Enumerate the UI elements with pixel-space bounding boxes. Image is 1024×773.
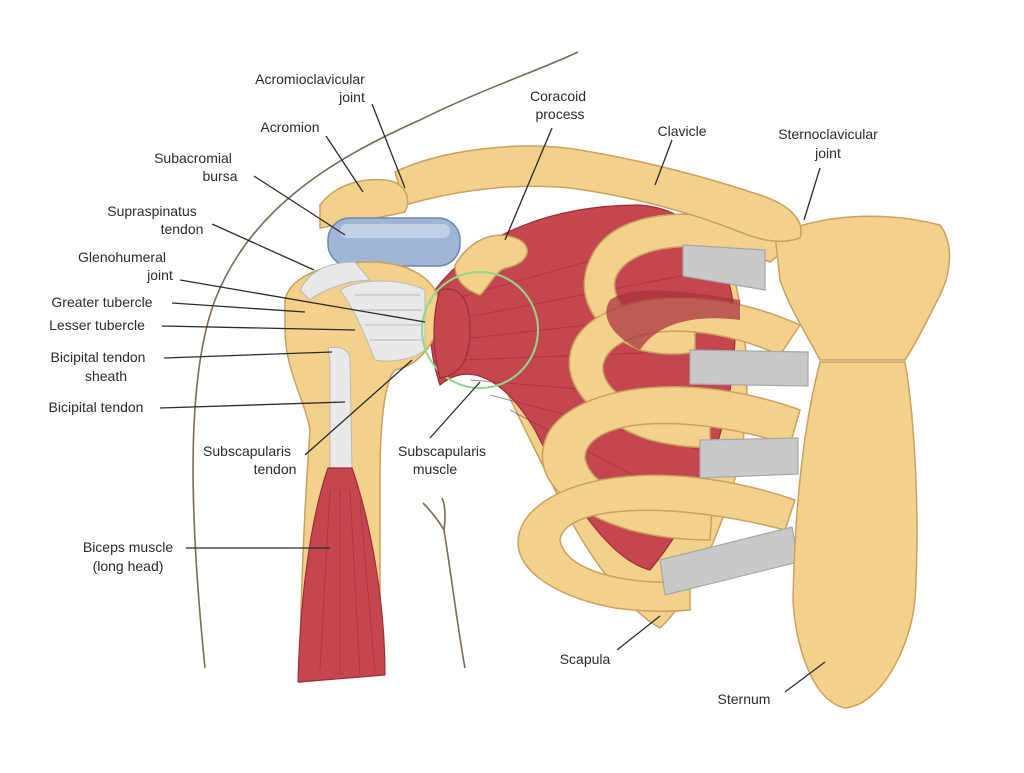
label-subacromial-2: bursa	[202, 168, 237, 184]
bicipital-tendon	[327, 346, 353, 471]
label-subscap-muscle: Subscapularis	[398, 443, 486, 459]
label-acromioclavicular-2: joint	[338, 89, 365, 105]
label-greater-tubercle: Greater tubercle	[51, 294, 152, 310]
label-coracoid-2: process	[535, 106, 584, 122]
label-supraspinatus: Supraspinatus	[107, 203, 197, 219]
label-sternoclavicular: Sternoclavicular	[778, 126, 878, 142]
label-coracoid: Coracoid	[530, 88, 586, 104]
label-biceps-2: (long head)	[93, 558, 164, 574]
label-bicipital-sheath: Bicipital tendon	[51, 349, 146, 365]
body-outline	[192, 51, 579, 669]
label-glenohumeral-2: joint	[146, 267, 173, 283]
costal-cartilage-1	[682, 244, 766, 291]
supraspinatus-tendon	[299, 261, 372, 301]
label-subscap-muscle-2: muscle	[413, 461, 458, 477]
biceps-muscle	[297, 467, 386, 683]
label-bicipital-tendon: Bicipital tendon	[49, 399, 144, 415]
label-subscap-tendon: Subscapularis	[203, 443, 291, 459]
subacromial-bursa	[327, 217, 461, 267]
label-sternum: Sternum	[718, 691, 771, 707]
label-acromion: Acromion	[260, 119, 319, 135]
label-acromioclavicular: Acromioclavicular	[255, 71, 365, 87]
subscapularis-tendon	[339, 280, 426, 362]
label-sternoclavicular-2: joint	[814, 145, 841, 161]
label-subacromial: Subacromial	[154, 150, 232, 166]
glenohumeral-joint-highlight	[421, 271, 539, 389]
leader-lines	[159, 103, 826, 693]
label-scapula: Scapula	[560, 651, 611, 667]
costal-cartilage-3	[699, 437, 799, 479]
label-bicipital-sheath-2: sheath	[85, 368, 127, 384]
label-glenohumeral: Glenohumeral	[78, 249, 166, 265]
ribcage	[517, 213, 809, 613]
clavicle	[394, 145, 802, 243]
coracoid-process	[454, 234, 528, 296]
sternum	[774, 215, 951, 709]
costal-cartilage-2	[689, 349, 809, 387]
labels: Acromioclavicular joint Acromion Coracoi…	[49, 71, 879, 707]
label-supraspinatus-2: tendon	[161, 221, 204, 237]
label-subscap-tendon-2: tendon	[254, 461, 297, 477]
label-lesser-tubercle: Lesser tubercle	[49, 317, 145, 333]
label-biceps: Biceps muscle	[83, 539, 173, 555]
label-clavicle: Clavicle	[657, 123, 706, 139]
